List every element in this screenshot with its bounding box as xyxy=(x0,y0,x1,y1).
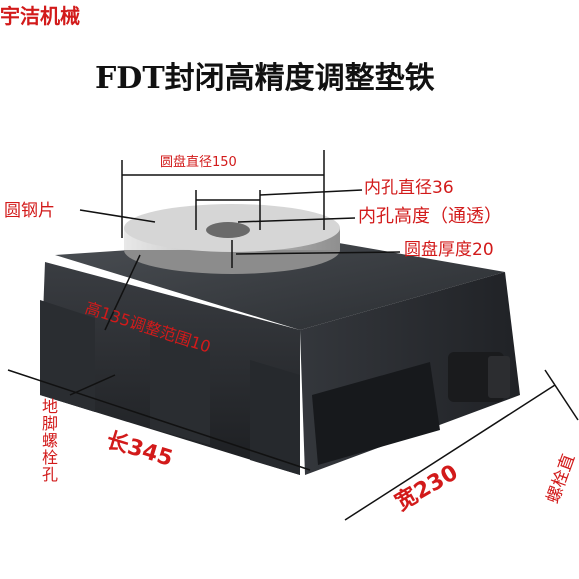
leader-steel xyxy=(79,209,156,223)
leader-anchor xyxy=(69,374,116,396)
label-inner-hole-height: 内孔高度（通透） xyxy=(358,206,502,227)
label-steel-plate: 圆钢片 xyxy=(4,201,55,221)
label-disc-thickness: 圆盘厚度20 xyxy=(404,240,494,260)
leader-thickness xyxy=(235,251,401,255)
front-rib-left xyxy=(40,300,95,412)
leader-hole-dia xyxy=(259,189,363,196)
dim-length xyxy=(7,369,311,471)
leader-adjust xyxy=(104,254,141,331)
leader-hole-height xyxy=(237,217,356,223)
dim-width xyxy=(344,384,556,521)
front-rib-middle xyxy=(150,335,210,445)
dim-bolt xyxy=(544,369,579,421)
side-recess xyxy=(312,362,440,465)
label-inner-hole-diameter: 内孔直径36 xyxy=(364,178,454,198)
front-rib-right xyxy=(250,360,300,475)
adjust-bolt-head xyxy=(488,356,510,398)
brand-name: 宇洁机械 xyxy=(0,4,80,28)
label-disc-diameter: 圆盘直径150 xyxy=(160,155,237,170)
disc-hole xyxy=(206,222,250,238)
product-title: FDT封闭高精度调整垫铁 xyxy=(95,61,435,96)
label-anchor-hole: 地脚螺栓孔 xyxy=(39,398,58,483)
